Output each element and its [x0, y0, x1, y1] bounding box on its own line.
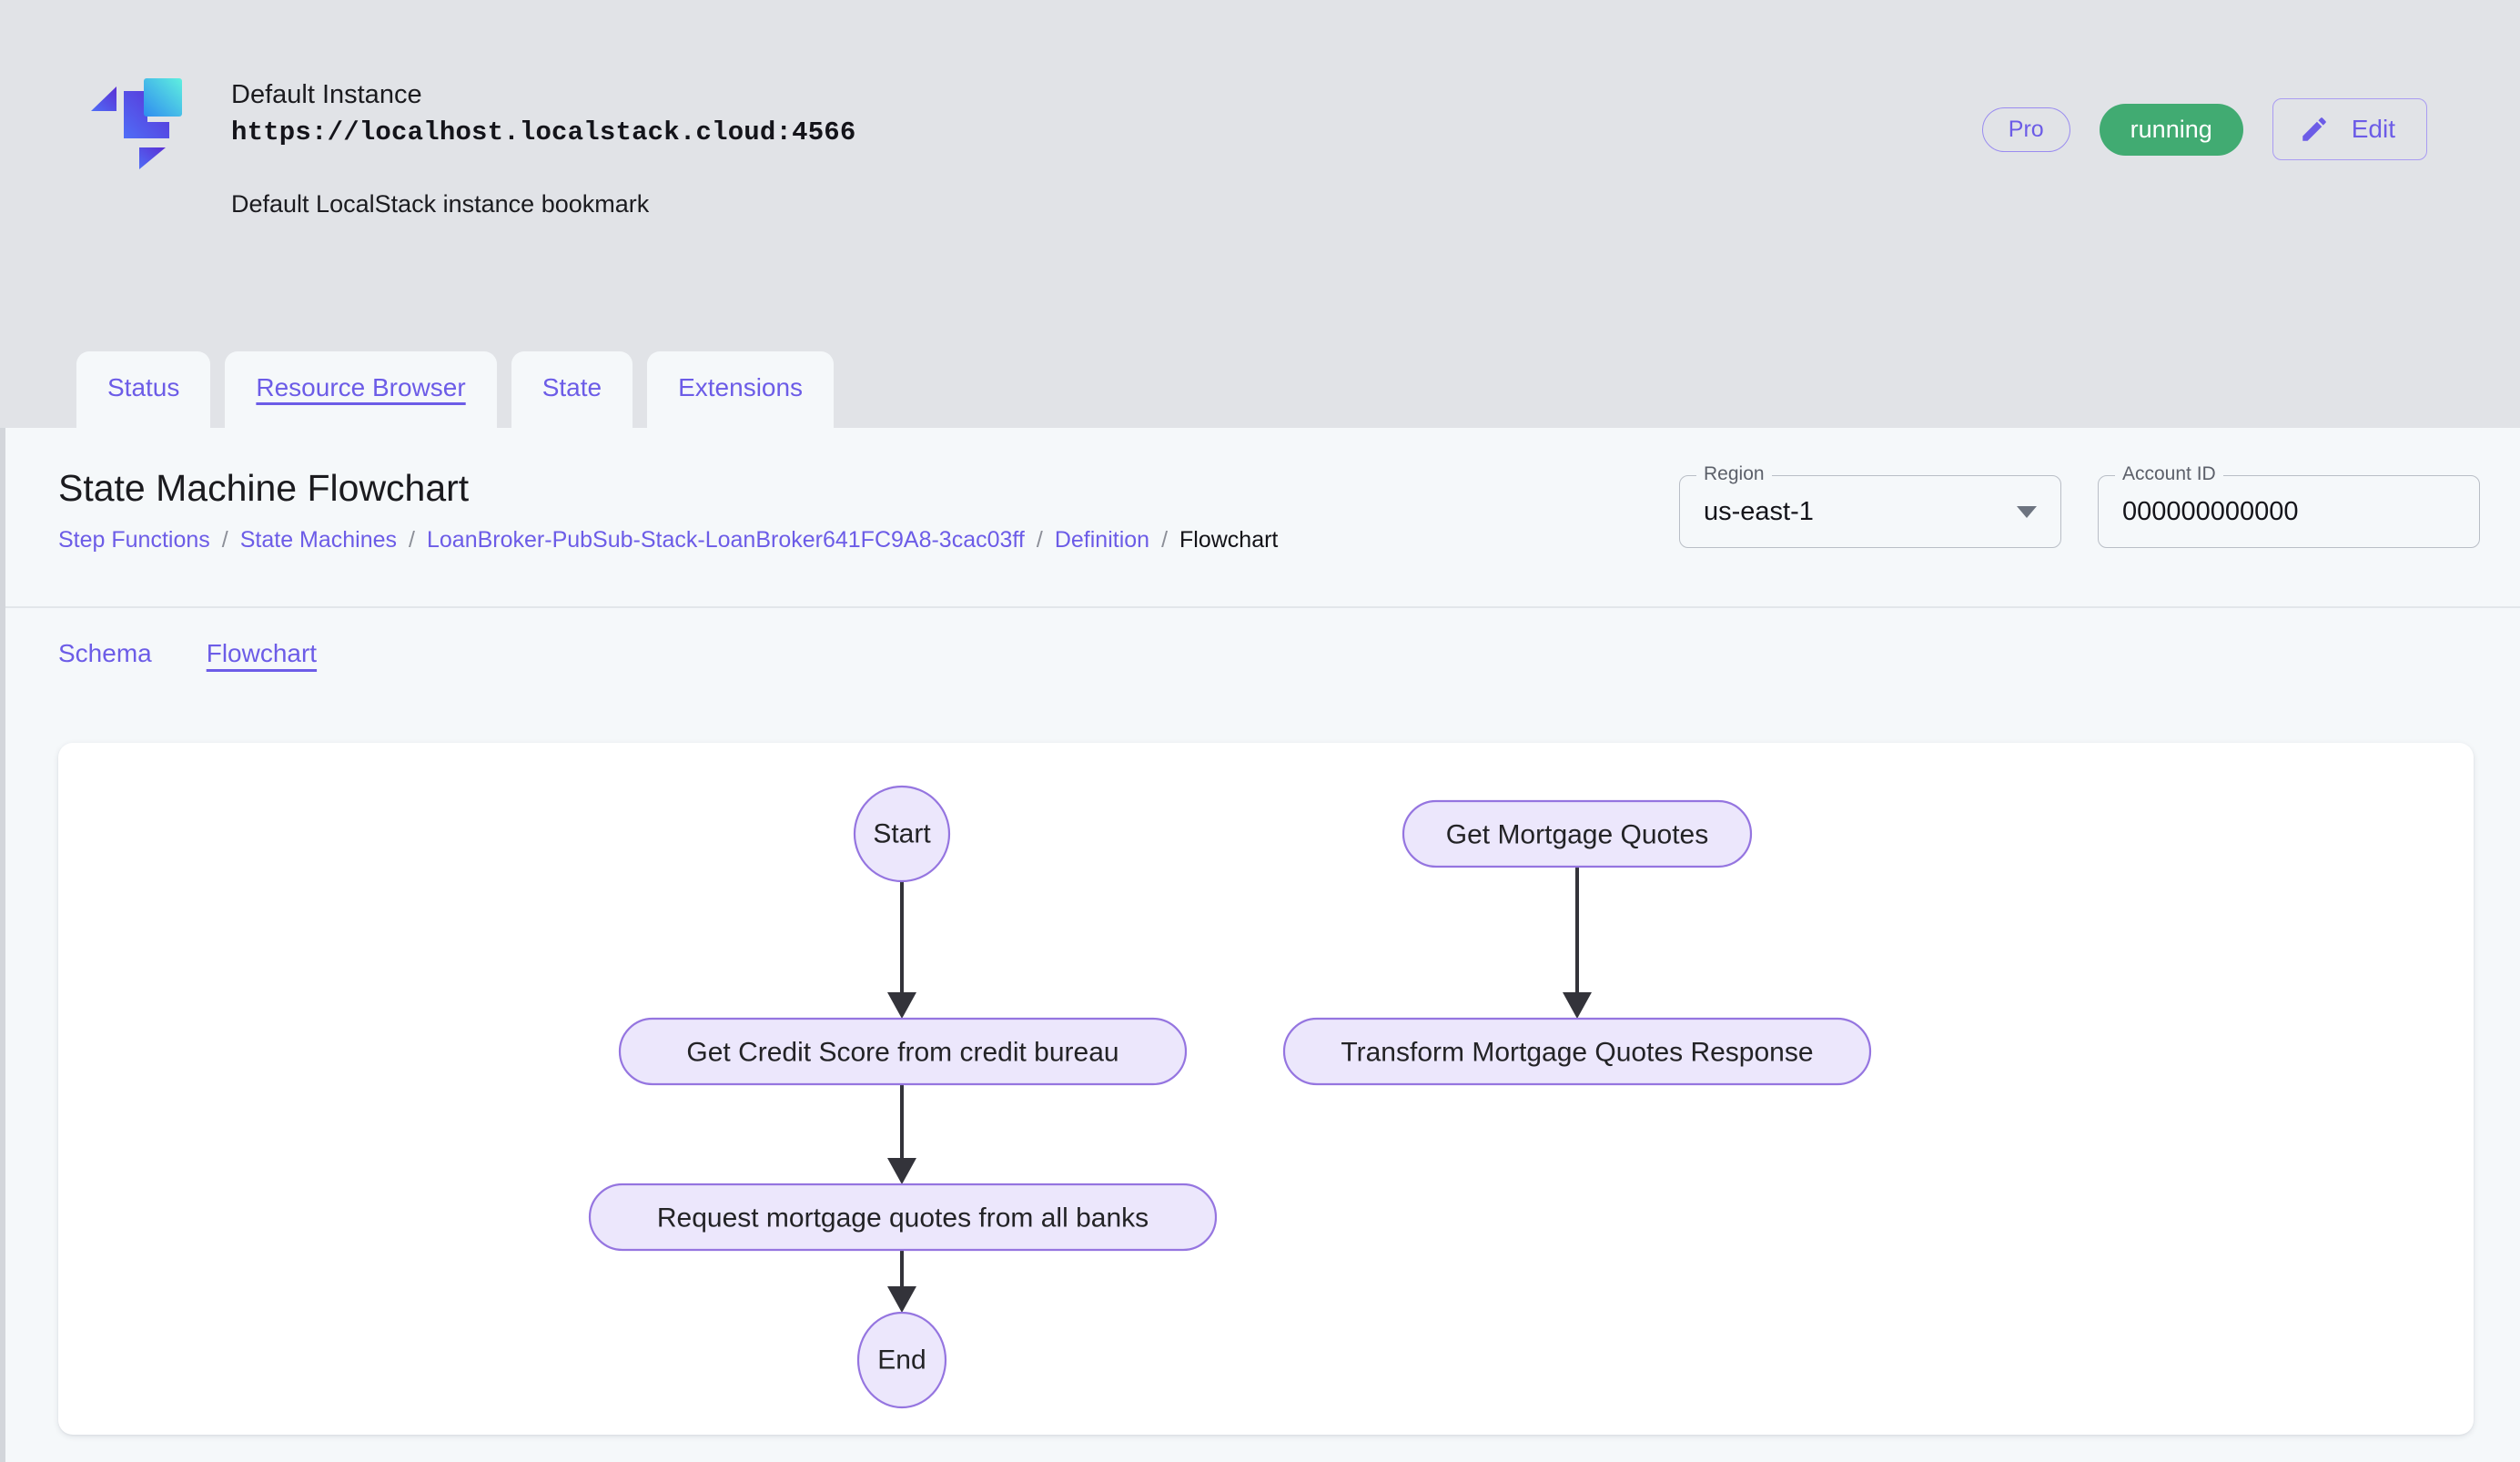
subtab-schema[interactable]: Schema — [58, 639, 152, 667]
flow-node-get-credit-score[interactable]: Get Credit Score from credit bureau — [618, 1017, 1188, 1086]
flow-node-request-mortgage-quotes-label: Request mortgage quotes from all banks — [657, 1203, 1149, 1234]
account-id-value: 000000000000 — [2122, 496, 2299, 526]
flow-edge-credit-to-request — [887, 1084, 916, 1184]
tab-state[interactable]: State — [511, 351, 633, 428]
flowchart-canvas[interactable]: Start Get Credit Score from credit burea… — [58, 743, 2474, 1435]
page-title: State Machine Flowchart — [58, 467, 470, 509]
flow-node-request-mortgage-quotes[interactable]: Request mortgage quotes from all banks — [588, 1183, 1218, 1252]
breadcrumb-separator: / — [1036, 527, 1043, 553]
breadcrumb-separator: / — [1161, 527, 1169, 553]
region-label: Region — [1696, 464, 1772, 483]
flow-node-transform-mortgage-quotes-response-label: Transform Mortgage Quotes Response — [1341, 1038, 1813, 1068]
edit-button-label: Edit — [2351, 115, 2395, 143]
view-subtabs: Schema Flowchart — [5, 608, 2520, 697]
status-badge[interactable]: running — [2099, 103, 2243, 156]
instance-name: Default Instance — [231, 80, 422, 109]
content-panel: State Machine Flowchart Step Functions /… — [0, 428, 2520, 1462]
region-value: us-east-1 — [1704, 496, 1814, 526]
breadcrumb-separator: / — [221, 527, 228, 553]
breadcrumb-separator: / — [409, 527, 415, 553]
instance-header: Default Instance https://localhost.local… — [0, 0, 2520, 428]
page-header: State Machine Flowchart Step Functions /… — [5, 428, 2520, 606]
header-divider — [5, 606, 2520, 608]
flow-edge-getquotes-to-transform — [1563, 867, 1592, 1019]
account-id-label: Account ID — [2115, 464, 2223, 483]
flow-node-get-mortgage-quotes[interactable]: Get Mortgage Quotes — [1402, 799, 1753, 868]
flow-edge-start-to-credit — [887, 881, 916, 1019]
pro-badge[interactable]: Pro — [1981, 107, 2070, 152]
chevron-down-icon — [2017, 505, 2037, 518]
flow-node-transform-mortgage-quotes-response[interactable]: Transform Mortgage Quotes Response — [1282, 1017, 1872, 1086]
breadcrumb-item-definition[interactable]: Definition — [1054, 527, 1150, 553]
localstack-logo-icon — [89, 75, 184, 169]
instance-summary: Default Instance https://localhost.local… — [0, 0, 2520, 220]
breadcrumb-item-state-machines[interactable]: State Machines — [239, 527, 398, 553]
instance-text-block: Default Instance https://localhost.local… — [231, 71, 856, 220]
flow-node-end-label: End — [877, 1345, 926, 1376]
breadcrumb: Step Functions / State Machines / LoanBr… — [58, 524, 1278, 555]
breadcrumb-item-flowchart: Flowchart — [1179, 527, 1279, 553]
instance-url: https://localhost.localstack.cloud:4566 — [231, 117, 856, 147]
flowchart-svg: Start Get Credit Score from credit burea… — [588, 785, 1872, 1409]
account-id-field[interactable]: Account ID 000000000000 — [2098, 464, 2480, 548]
subtab-flowchart[interactable]: Flowchart — [206, 639, 318, 667]
breadcrumb-item-step-functions[interactable]: Step Functions — [58, 527, 210, 553]
pencil-icon — [2299, 114, 2330, 145]
flow-node-get-credit-score-label: Get Credit Score from credit bureau — [686, 1038, 1118, 1068]
edit-button[interactable]: Edit — [2272, 98, 2427, 160]
breadcrumb-item-state-machine-id[interactable]: LoanBroker-PubSub-Stack-LoanBroker641FC9… — [427, 527, 1025, 553]
flow-node-end[interactable]: End — [856, 1311, 947, 1409]
tab-extensions[interactable]: Extensions — [647, 351, 835, 428]
flow-edge-request-to-end — [887, 1250, 916, 1313]
flow-node-get-mortgage-quotes-label: Get Mortgage Quotes — [1446, 820, 1709, 850]
scope-selectors: Region us-east-1 Account ID 000000000000 — [1679, 464, 2480, 548]
instance-description: Default LocalStack instance bookmark — [231, 190, 650, 218]
flow-node-start-label: Start — [873, 819, 931, 849]
page-header-left: State Machine Flowchart Step Functions /… — [58, 464, 1278, 555]
tab-resource-browser[interactable]: Resource Browser — [225, 351, 497, 428]
flow-node-start[interactable]: Start — [853, 785, 951, 883]
main-tabs: Status Resource Browser State Extensions — [76, 351, 835, 428]
region-select[interactable]: Region us-east-1 — [1679, 464, 2061, 548]
header-actions: Pro running Edit — [1981, 98, 2427, 160]
tab-status[interactable]: Status — [76, 351, 211, 428]
